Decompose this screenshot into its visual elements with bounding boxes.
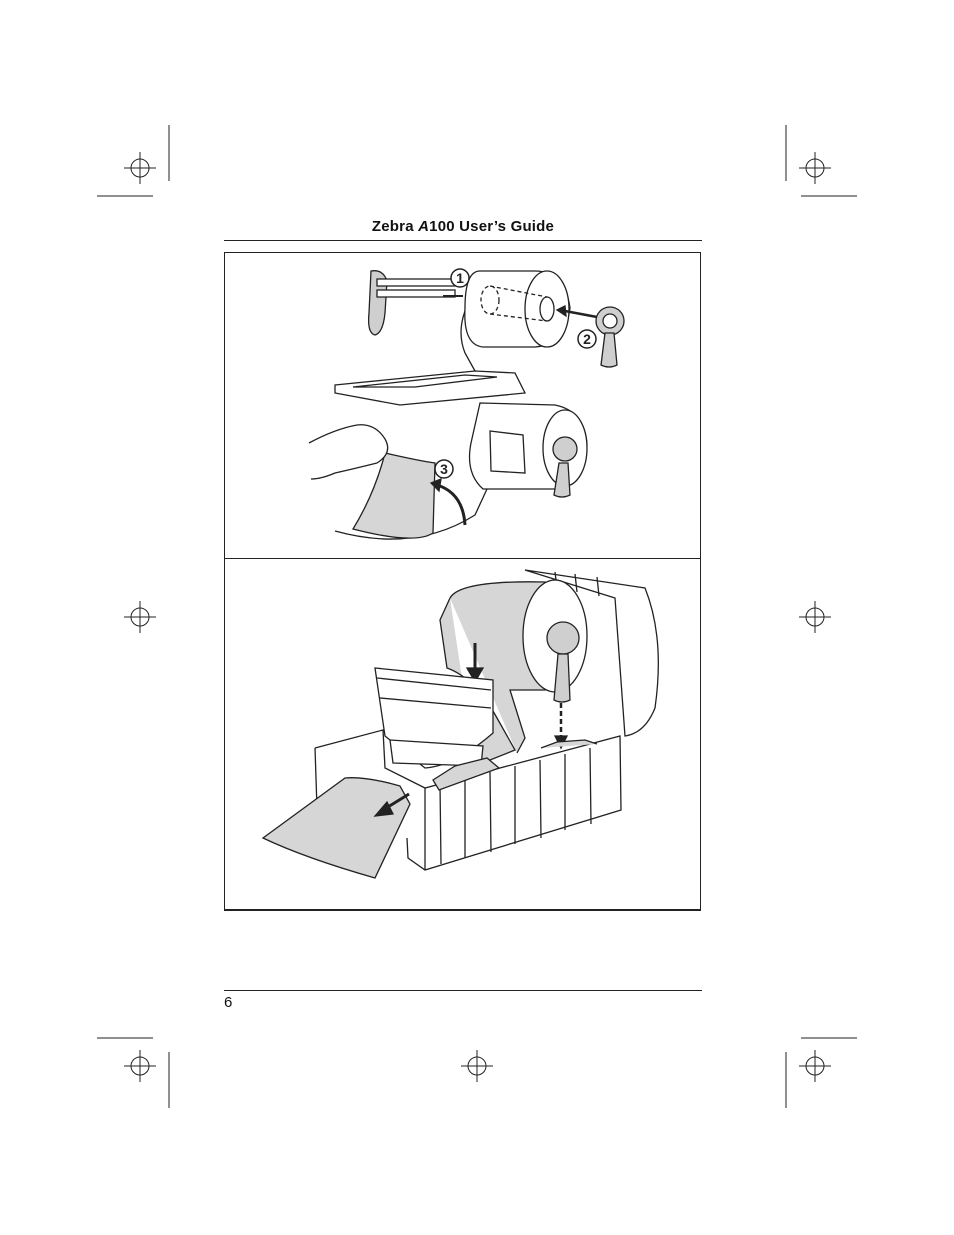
callout-2: 2 <box>578 330 596 348</box>
running-header-title: Zebra A100 User’s Guide <box>224 218 702 235</box>
callout-2-label: 2 <box>583 331 591 347</box>
header-title-suffix: 100 User’s Guide <box>429 218 554 235</box>
roll-loading-panel: 1 2 3 <box>225 253 700 559</box>
page-number: 6 <box>224 994 232 1011</box>
callout-1: 1 <box>451 269 469 287</box>
header-rule <box>224 240 702 241</box>
header-title-prefix: Zebra <box>372 218 418 235</box>
printer-loading-panel <box>225 558 700 909</box>
printer-loading-illustration <box>225 558 700 909</box>
header-title-model: A <box>418 218 429 235</box>
callout-1-label: 1 <box>456 270 464 286</box>
roll-loading-illustration: 1 2 3 <box>225 253 700 558</box>
callout-3-label: 3 <box>440 461 448 477</box>
illustration-frame: 1 2 3 <box>224 252 701 911</box>
callout-3: 3 <box>435 460 453 478</box>
footer-rule <box>224 990 702 991</box>
